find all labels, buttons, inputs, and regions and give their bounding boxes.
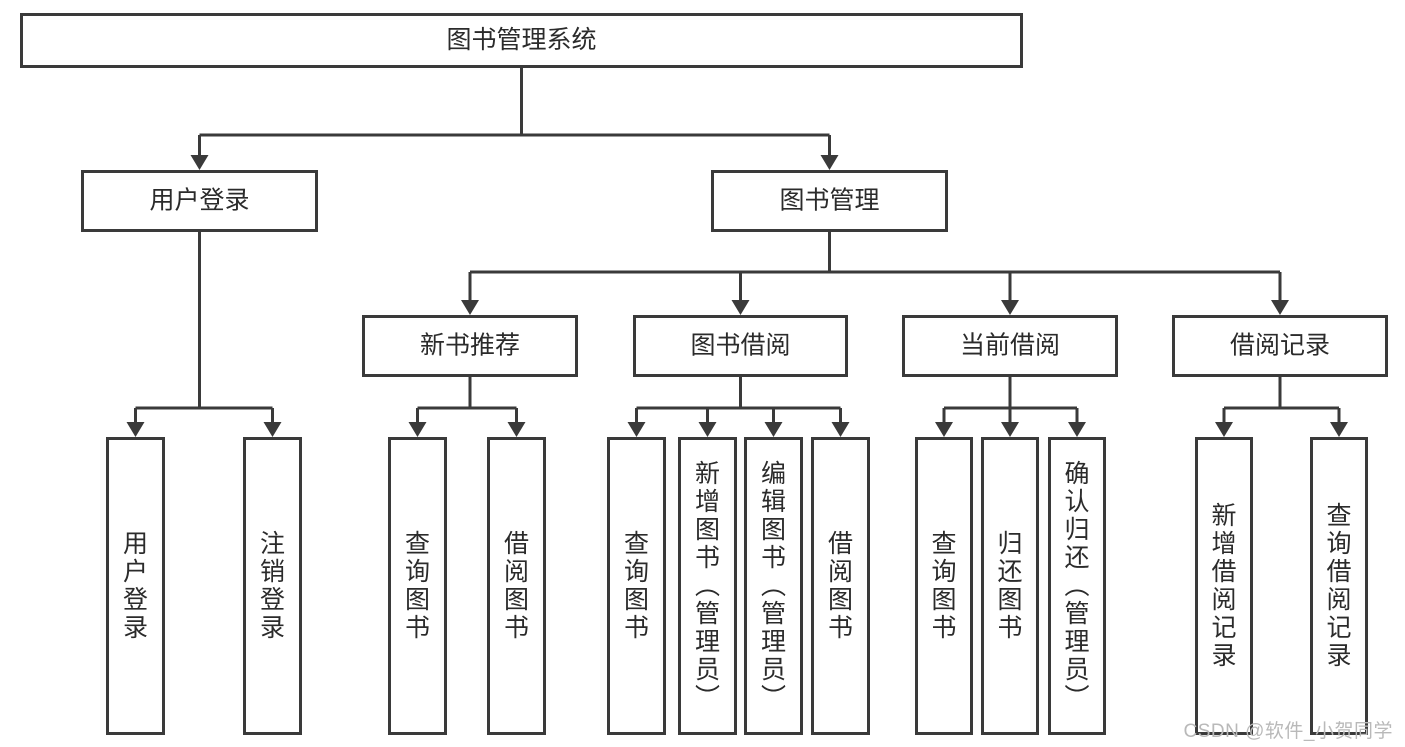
node-label: 当前借阅	[960, 332, 1060, 360]
arrow-head-icon	[831, 422, 850, 437]
connector-layer	[126, 68, 1348, 437]
node-box	[388, 437, 447, 735]
node-box	[678, 437, 737, 735]
node-leaf-add-book[interactable]: 新增图书︵管理员︶	[678, 437, 737, 735]
node-label: 查询图书	[405, 530, 430, 642]
node-label: 归还图书	[997, 530, 1022, 642]
edge-group-current-borrow	[935, 377, 1086, 437]
node-borrow-record[interactable]: 借阅记录	[1172, 315, 1388, 377]
node-label: 查询借阅记录	[1326, 502, 1351, 670]
edge-group-new-book-rec	[408, 377, 526, 437]
node-box	[1172, 315, 1388, 377]
arrow-head-icon	[461, 300, 479, 315]
node-box	[362, 315, 578, 377]
node-current-borrow[interactable]: 当前借阅	[902, 315, 1118, 377]
arrow-head-icon	[1330, 422, 1348, 437]
node-label: 查询图书	[624, 530, 649, 642]
arrow-head-icon	[1215, 422, 1233, 437]
node-label: 编辑图书︵管理员︶	[761, 460, 786, 712]
node-leaf-borrow-book-rec[interactable]: 借阅图书	[487, 437, 546, 735]
node-box	[811, 437, 870, 735]
edge-group-root	[190, 68, 839, 170]
node-box	[902, 315, 1118, 377]
edge-group-borrow-record	[1215, 377, 1348, 437]
node-layer: 图书管理系统用户登录图书管理新书推荐图书借阅当前借阅借阅记录用户登录注销登录查询…	[20, 13, 1388, 735]
node-user-login[interactable]: 用户登录	[81, 170, 318, 232]
arrow-head-icon	[1001, 422, 1019, 437]
arrow-head-icon	[263, 422, 282, 437]
node-leaf-user-login[interactable]: 用户登录	[106, 437, 165, 735]
node-label: 新增借阅记录	[1211, 502, 1236, 670]
node-leaf-borrow-book[interactable]: 借阅图书	[811, 437, 870, 735]
node-leaf-return-book[interactable]: 归还图书	[981, 437, 1039, 735]
arrow-head-icon	[408, 422, 427, 437]
node-leaf-edit-book[interactable]: 编辑图书︵管理员︶	[744, 437, 803, 735]
arrow-head-icon	[731, 300, 750, 315]
node-label: 图书管理系统	[446, 26, 596, 54]
arrow-head-icon	[1271, 300, 1289, 315]
arrow-head-icon	[627, 422, 646, 437]
node-box	[1048, 437, 1106, 735]
node-box	[915, 437, 973, 735]
node-box	[243, 437, 302, 735]
node-label: 查询图书	[931, 530, 956, 642]
node-label: 确认归还︵管理员︶	[1064, 460, 1089, 712]
arrow-head-icon	[764, 422, 783, 437]
node-box	[711, 170, 948, 232]
node-leaf-user-logout[interactable]: 注销登录	[243, 437, 302, 735]
arrow-head-icon	[507, 422, 526, 437]
node-label: 新书推荐	[420, 332, 520, 360]
node-new-book-rec[interactable]: 新书推荐	[362, 315, 578, 377]
arrow-head-icon	[1068, 422, 1086, 437]
arrow-head-icon	[935, 422, 953, 437]
edge-group-book-manage	[461, 232, 1289, 315]
node-box	[81, 170, 318, 232]
node-root[interactable]: 图书管理系统	[20, 13, 1023, 68]
edge-group-book-borrow	[627, 377, 850, 437]
node-label: 借阅图书	[504, 530, 529, 642]
arrow-head-icon	[698, 422, 717, 437]
node-leaf-query-book-rec[interactable]: 查询图书	[388, 437, 447, 735]
node-leaf-confirm-return[interactable]: 确认归还︵管理员︶	[1048, 437, 1106, 735]
node-book-borrow[interactable]: 图书借阅	[633, 315, 848, 377]
node-leaf-query-book-borrow[interactable]: 查询图书	[607, 437, 666, 735]
node-leaf-query-book-cur[interactable]: 查询图书	[915, 437, 973, 735]
arrow-head-icon	[1001, 300, 1019, 315]
node-box	[487, 437, 546, 735]
node-label: 注销登录	[260, 530, 285, 642]
node-label: 用户登录	[123, 530, 148, 642]
node-leaf-query-record[interactable]: 查询借阅记录	[1310, 437, 1368, 735]
arrow-head-icon	[820, 155, 839, 170]
node-label: 用户登录	[149, 187, 249, 215]
arrow-head-icon	[126, 422, 145, 437]
node-box	[20, 13, 1023, 68]
node-book-manage[interactable]: 图书管理	[711, 170, 948, 232]
node-box	[1195, 437, 1253, 735]
node-label: 新增图书︵管理员︶	[695, 460, 720, 712]
node-box	[633, 315, 848, 377]
node-box	[744, 437, 803, 735]
node-box	[106, 437, 165, 735]
node-box	[1310, 437, 1368, 735]
arrow-head-icon	[190, 155, 209, 170]
edge-group-user-login	[126, 232, 282, 437]
node-leaf-add-record[interactable]: 新增借阅记录	[1195, 437, 1253, 735]
node-box	[607, 437, 666, 735]
node-label: 借阅记录	[1230, 332, 1330, 360]
node-box	[981, 437, 1039, 735]
node-label: 图书借阅	[690, 332, 790, 360]
node-label: 借阅图书	[828, 530, 853, 642]
node-label: 图书管理	[779, 187, 879, 215]
